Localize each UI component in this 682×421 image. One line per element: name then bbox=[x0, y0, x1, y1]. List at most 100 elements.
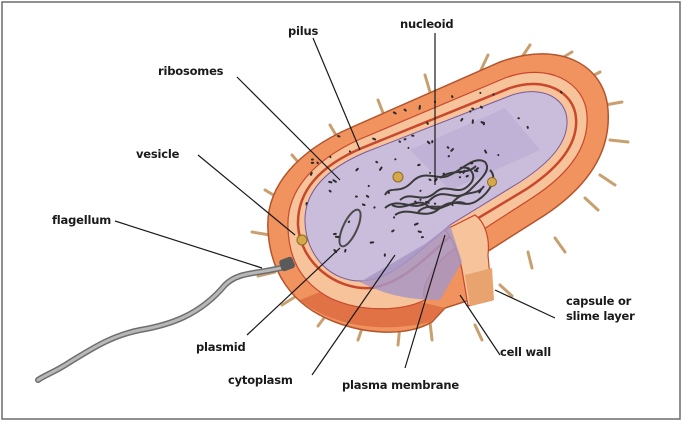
ribosome-dot bbox=[328, 189, 332, 193]
ribosome-dot bbox=[418, 104, 421, 110]
flagellum bbox=[35, 256, 295, 383]
cytoplasm-cut bbox=[360, 225, 462, 300]
ribosome-dot bbox=[526, 239, 530, 244]
ribosome-dot bbox=[525, 238, 528, 243]
label-plasma-membrane: plasma membrane bbox=[342, 378, 459, 392]
ribosome-dot bbox=[338, 123, 341, 127]
label-pilus: pilus bbox=[288, 24, 319, 38]
ribosome-dot bbox=[467, 167, 470, 170]
label-capsule-line1: capsule or bbox=[566, 294, 632, 308]
label-vesicle: vesicle bbox=[136, 147, 180, 161]
ribosome-dot bbox=[426, 140, 431, 145]
ribosome-dot bbox=[394, 158, 397, 161]
ribosome-dot bbox=[442, 172, 445, 175]
ribosome-dot bbox=[540, 278, 543, 281]
ribosome-dot bbox=[497, 154, 500, 157]
ribosome-dot bbox=[431, 140, 434, 144]
plasma-membrane bbox=[296, 82, 578, 290]
ribosome-dot bbox=[347, 220, 351, 224]
ribosome-dot bbox=[341, 88, 346, 91]
ribosome-dot bbox=[565, 269, 568, 272]
ribosome-dot bbox=[551, 261, 555, 264]
ribosome-dot bbox=[549, 212, 553, 217]
ribosome-dot bbox=[393, 216, 396, 219]
ribosome-dot bbox=[459, 171, 462, 174]
label-flagellum: flagellum bbox=[52, 213, 111, 227]
ribosome-dot bbox=[492, 93, 495, 96]
ribosome-dot bbox=[420, 236, 424, 239]
ribosome-dot bbox=[313, 141, 316, 145]
ribosome-dot bbox=[484, 149, 488, 154]
ribosome-dot bbox=[379, 166, 383, 171]
ribosome-dot bbox=[541, 223, 545, 227]
ribosome-dot bbox=[310, 158, 314, 161]
ribosome-dot bbox=[372, 137, 377, 141]
ribosome-dot bbox=[388, 94, 391, 97]
ribosome-dot bbox=[329, 155, 332, 159]
ribosome-dot bbox=[413, 222, 419, 226]
ribosome-dot bbox=[354, 195, 358, 198]
ribosome-dot bbox=[344, 248, 347, 253]
label-nucleoid: nucleoid bbox=[400, 17, 454, 31]
ribosome-dot bbox=[305, 120, 307, 124]
ribosome-dot bbox=[391, 229, 395, 233]
ribosome-dot bbox=[479, 105, 483, 109]
ribosome-dot bbox=[426, 121, 429, 125]
ribosome-dot bbox=[328, 180, 333, 184]
ribosome-dot bbox=[316, 161, 319, 165]
ribosome-dot bbox=[451, 203, 454, 207]
ribosome-dot bbox=[419, 189, 422, 192]
ribosome-dot bbox=[478, 189, 482, 194]
ribosome-dot bbox=[414, 200, 418, 205]
plasmid-loop bbox=[338, 208, 362, 248]
ribosome-dot bbox=[447, 155, 450, 158]
ribosome-dot bbox=[462, 169, 466, 174]
ribosome-dot bbox=[398, 140, 402, 143]
ribosome-dot bbox=[526, 125, 529, 129]
ribosome-dot bbox=[479, 91, 482, 94]
vesicle-3 bbox=[487, 177, 497, 187]
ribosome-dot bbox=[469, 110, 472, 113]
ribosome-dot bbox=[559, 90, 563, 94]
ribosome-dot bbox=[337, 135, 341, 138]
ribosome-dot bbox=[365, 194, 370, 198]
ribosome-dot bbox=[411, 134, 415, 137]
ribosome-dot bbox=[309, 171, 313, 176]
leader-lines bbox=[114, 33, 556, 376]
ribosome-dot bbox=[527, 287, 532, 291]
ribosome-dot bbox=[471, 119, 474, 124]
ribosome-dot bbox=[332, 232, 337, 236]
label-plasmid: plasmid bbox=[196, 340, 246, 354]
vesicle bbox=[296, 234, 308, 246]
ribosome-dot bbox=[470, 162, 474, 165]
ribosome-dot bbox=[446, 146, 450, 149]
ribosome-dot bbox=[369, 241, 375, 244]
ribosome-dot bbox=[517, 117, 520, 120]
ribosome-dot bbox=[473, 169, 479, 173]
ribosome-dot bbox=[348, 150, 351, 153]
ribosome-dot bbox=[529, 281, 531, 284]
ribosome-dot bbox=[563, 212, 566, 216]
label-cell-wall: cell wall bbox=[500, 345, 551, 359]
cut-wall-edge bbox=[465, 268, 494, 306]
ribosome-dot bbox=[367, 184, 370, 188]
ribosome-dot bbox=[343, 98, 349, 101]
ribosome-dot bbox=[471, 107, 475, 110]
nucleoid bbox=[384, 159, 495, 216]
ribosome-dot bbox=[361, 203, 366, 207]
cytoplasm-shade bbox=[410, 108, 540, 190]
ribosome-dot bbox=[310, 161, 315, 164]
ribosome-dot bbox=[332, 179, 337, 183]
ribosome-dot bbox=[407, 146, 410, 149]
ribosome-dot bbox=[425, 200, 430, 204]
ribosome-dot bbox=[403, 138, 407, 141]
ribosome-dot bbox=[475, 167, 479, 171]
ribosome-dot bbox=[417, 163, 421, 167]
ribosome-dot bbox=[460, 117, 464, 122]
ribosome-dot bbox=[383, 253, 386, 257]
ribosome-dot bbox=[392, 111, 397, 115]
ribosome-dot bbox=[450, 148, 454, 152]
ribosome-dot bbox=[429, 171, 432, 174]
ribosome-dot bbox=[451, 95, 454, 99]
